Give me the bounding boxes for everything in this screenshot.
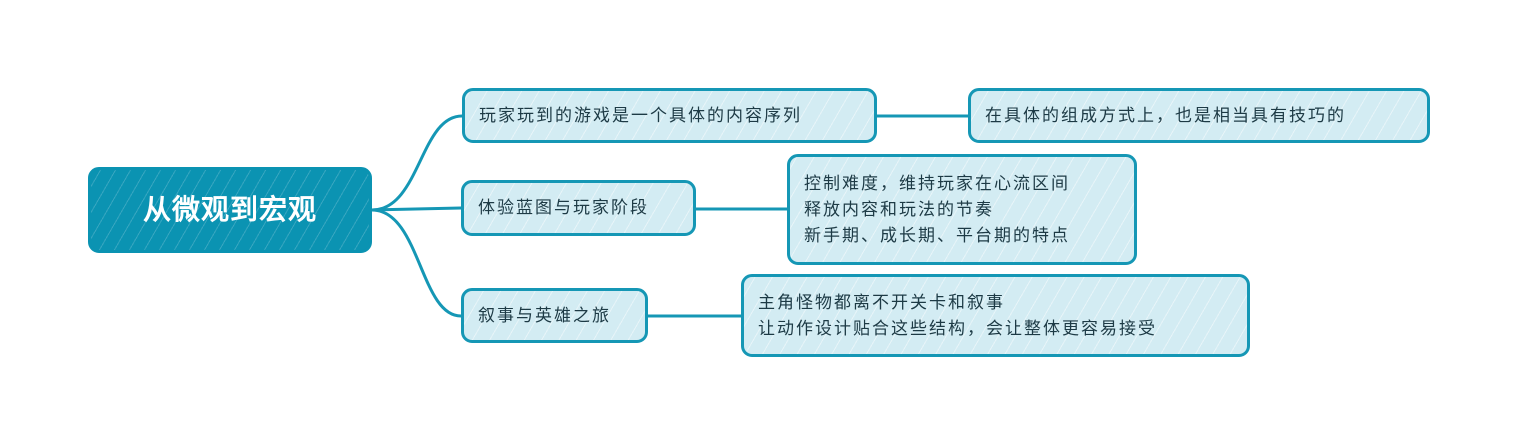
branch-label: 叙事与英雄之旅 — [478, 305, 611, 326]
child-line: 在具体的组成方式上，也是相当具有技巧的 — [985, 105, 1346, 126]
branch-node-2[interactable]: 体验蓝图与玩家阶段 — [461, 180, 696, 236]
child-line: 让动作设计贴合这些结构，会让整体更容易接受 — [758, 318, 1157, 339]
child-node-2[interactable]: 控制难度，维持玩家在心流区间 释放内容和玩法的节奏 新手期、成长期、平台期的特点 — [787, 154, 1137, 265]
child-node-1[interactable]: 在具体的组成方式上，也是相当具有技巧的 — [968, 88, 1430, 143]
branch-node-1[interactable]: 玩家玩到的游戏是一个具体的内容序列 — [462, 88, 877, 143]
child-line: 主角怪物都离不开关卡和叙事 — [758, 292, 1005, 313]
branch-node-3[interactable]: 叙事与英雄之旅 — [461, 288, 648, 343]
child-line: 控制难度，维持玩家在心流区间 — [804, 173, 1070, 194]
link-root-branch-3 — [370, 208, 463, 318]
branch-label: 体验蓝图与玩家阶段 — [478, 198, 649, 218]
branch-label: 玩家玩到的游戏是一个具体的内容序列 — [479, 105, 802, 126]
child-node-3[interactable]: 主角怪物都离不开关卡和叙事 让动作设计贴合这些结构，会让整体更容易接受 — [741, 274, 1250, 357]
root-node[interactable]: 从微观到宏观 — [88, 167, 372, 253]
link-root-branch-1 — [370, 114, 464, 212]
root-label: 从微观到宏观 — [142, 193, 317, 226]
child-line: 新手期、成长期、平台期的特点 — [804, 225, 1070, 246]
child-line: 释放内容和玩法的节奏 — [804, 199, 994, 220]
link-root-branch-2 — [370, 206, 463, 212]
